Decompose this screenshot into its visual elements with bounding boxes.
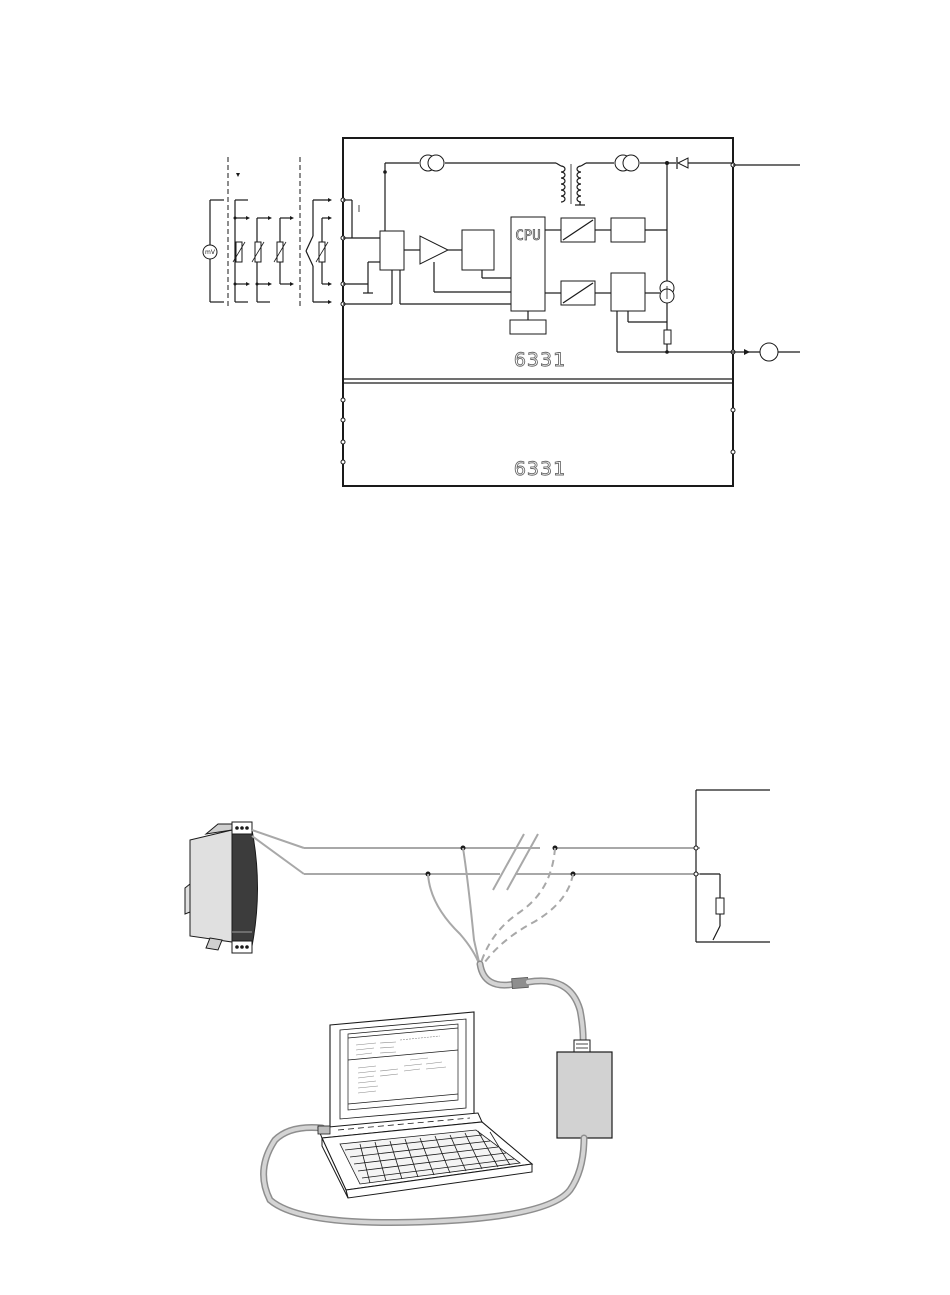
output-driver-block <box>611 273 645 311</box>
break-mark <box>507 834 538 890</box>
break-mark <box>493 834 524 890</box>
supply-regulator-block <box>611 218 645 242</box>
transformer-icon <box>556 163 586 205</box>
diode-icon <box>677 157 688 169</box>
rtd-icon <box>274 216 294 286</box>
load-meter-icon <box>760 343 778 361</box>
laptop-icon <box>318 1012 532 1198</box>
current-source-icon <box>660 281 674 303</box>
thermocouple-icon <box>306 198 332 304</box>
mv-source: mV <box>203 200 224 302</box>
rtd-icon <box>252 216 272 302</box>
cpu-label: CPU <box>515 228 540 244</box>
block-diagram: 6331 6331 <box>203 138 800 486</box>
module-label-top: 6331 <box>514 349 566 371</box>
current-source-icon <box>420 155 444 171</box>
rtd-icon <box>233 200 250 302</box>
amplifier-icon <box>420 236 448 264</box>
transmitter-device-icon <box>185 822 258 953</box>
loop-power-supply <box>694 790 770 942</box>
loop-link-icon <box>557 1040 612 1138</box>
resistor-icon <box>664 330 671 344</box>
mv-symbol: mV <box>205 249 216 256</box>
resistor-icon <box>716 898 724 914</box>
input-mux-block <box>380 231 404 270</box>
memory-block <box>510 320 546 334</box>
adc-block <box>462 230 494 270</box>
current-source-icon <box>615 155 639 171</box>
loop-connection-diagram <box>185 790 770 1223</box>
module-frame <box>343 138 733 486</box>
module-label-bottom: 6331 <box>514 458 566 480</box>
